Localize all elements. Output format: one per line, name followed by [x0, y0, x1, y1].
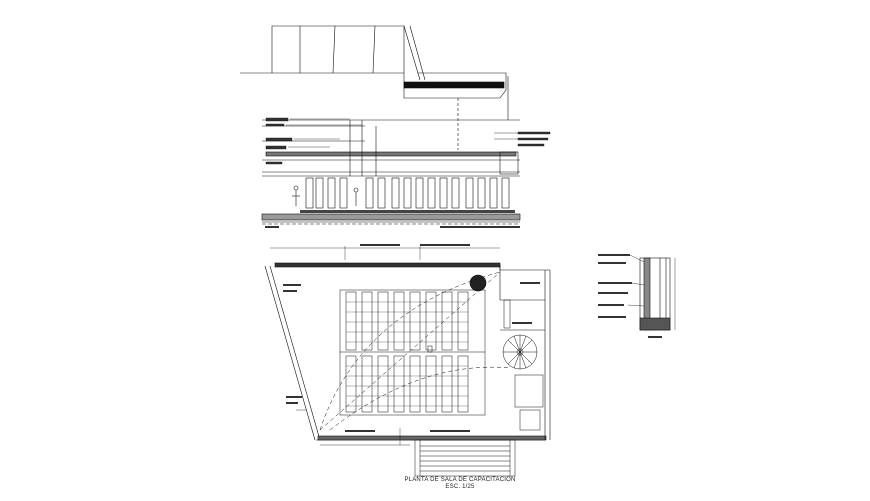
plan-top-dimensions: [270, 244, 500, 260]
section-seating: [292, 177, 510, 209]
section-floor: [261, 210, 521, 228]
plan-scale: ESC. 1/25: [445, 484, 475, 490]
section-annotations-right: [494, 131, 551, 147]
section-elevation: [240, 25, 551, 228]
plan-tables: [339, 289, 486, 416]
plan-walls: [264, 262, 551, 441]
plan-right-room: [500, 299, 545, 431]
floor-plan: [264, 244, 551, 477]
spiral-stair: [502, 334, 538, 370]
plan-title: PLANTA DE SALA DE CAPACITACION: [404, 477, 516, 483]
wall-detail: [598, 254, 676, 338]
section-ceiling: [262, 119, 520, 177]
plan-entrance-steps: [414, 439, 516, 477]
upper-volume: [240, 25, 509, 150]
plan-arcs: [319, 271, 511, 431]
plan-annotations-left: [283, 282, 540, 411]
plan-bottom-dimensions: [320, 428, 470, 446]
section-annotations-left: [265, 117, 362, 165]
